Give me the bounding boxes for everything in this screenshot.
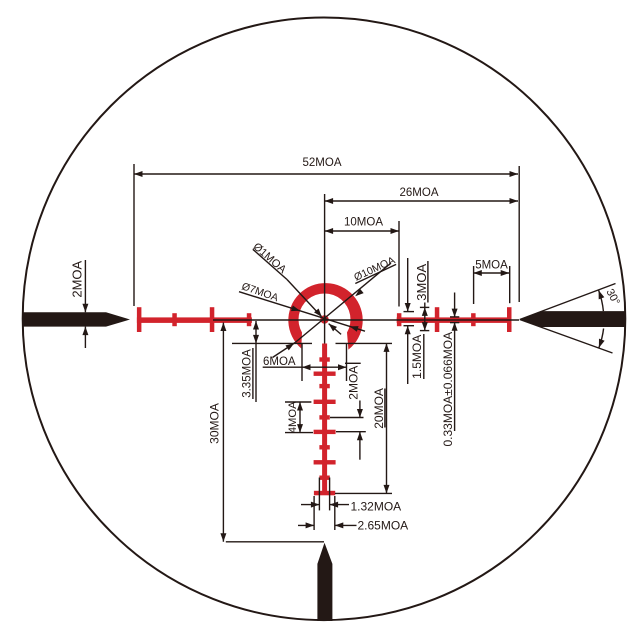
svg-text:30MOA: 30MOA: [208, 403, 222, 444]
svg-text:52MOA: 52MOA: [303, 157, 342, 169]
svg-text:5MOA: 5MOA: [475, 260, 508, 272]
svg-text:4MOA: 4MOA: [287, 401, 299, 433]
svg-text:20MOA: 20MOA: [372, 388, 386, 429]
svg-text:1.32MOA: 1.32MOA: [351, 500, 402, 514]
svg-text:26MOA: 26MOA: [400, 187, 439, 199]
svg-text:6MOA: 6MOA: [263, 356, 296, 368]
svg-text:3.35MOA: 3.35MOA: [242, 349, 254, 398]
svg-text:1.5MOA: 1.5MOA: [410, 335, 424, 379]
svg-text:2MOA: 2MOA: [347, 366, 361, 400]
svg-text:0.33MOA±0.066MOA: 0.33MOA±0.066MOA: [441, 332, 455, 447]
svg-text:10MOA: 10MOA: [344, 217, 383, 229]
svg-text:2.65MOA: 2.65MOA: [358, 518, 409, 532]
svg-text:2MOA: 2MOA: [70, 260, 85, 297]
svg-text:3MOA: 3MOA: [414, 264, 429, 301]
